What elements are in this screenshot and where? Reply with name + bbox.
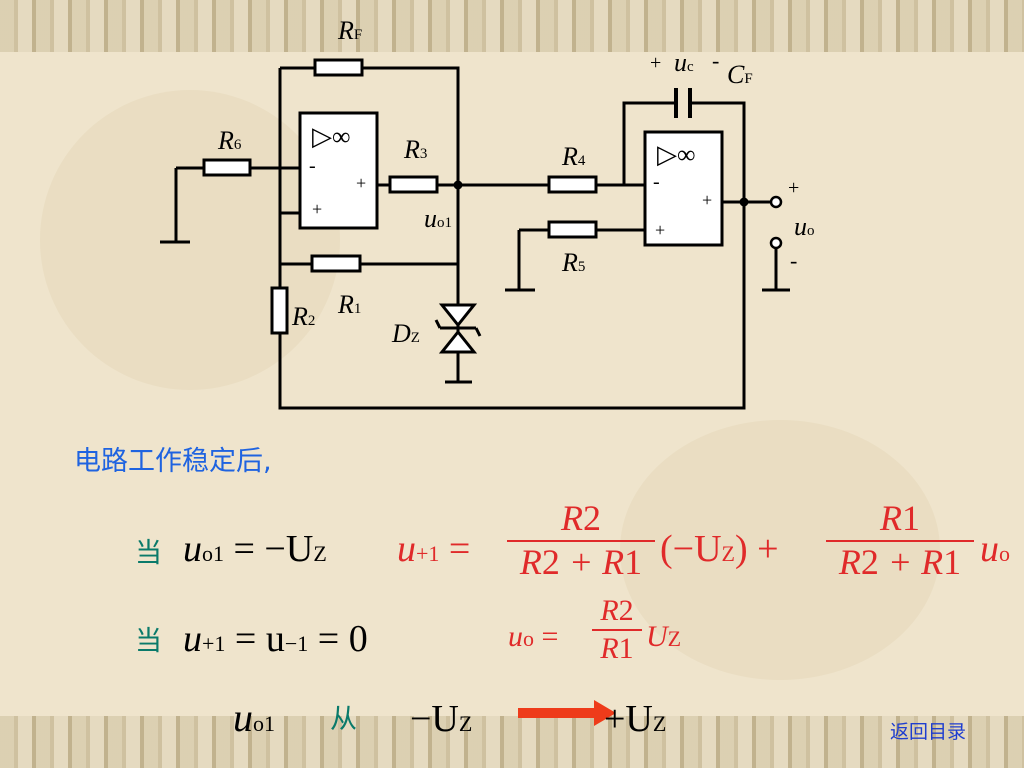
equation-uo-lhs: uo = [508,620,559,653]
equation-uo1-negative: uo1 = −UZ [183,528,327,570]
zener-diode-dz [434,300,482,384]
resistor-r3 [388,175,439,194]
decorative-bottom-border [0,716,1024,768]
wire-ground-output [762,248,790,292]
opamp-1-plus: + [312,199,323,219]
label-dz: DZ [392,319,420,348]
transition-arrow [518,708,598,718]
back-to-contents-link[interactable]: 返回目录 [890,721,967,743]
background-watermark [40,90,340,390]
label-r6: R6 [218,126,242,155]
wire-cf [622,101,746,200]
uo-plus-sign: + [788,177,800,199]
transition-from: −UZ [410,698,473,740]
equation-inputs-equal: u+1 = u−1 = 0 [183,618,368,660]
label-r4: R4 [562,142,586,171]
label-uo1: uo1 [424,204,452,233]
label-r5: R5 [562,248,586,277]
label-rf: RF [338,16,363,45]
background-watermark [620,420,940,680]
fraction-r1-over-sum: R1 R2 + R1 [826,499,974,582]
node-output [739,197,749,207]
equation-u-plus1-lhs: u+1 = [397,528,471,570]
fraction-r2-over-sum: R2 R2 + R1 [507,499,655,582]
opamp-2-plus: + [655,220,666,240]
opamp-2 [643,130,724,247]
paren-term: (−UZ) + [660,528,779,570]
label-uc: uc [674,48,694,77]
when-label-1: 当 [135,538,162,569]
stable-statement: 电路工作稳定后, [74,446,272,477]
resistor-rf [313,58,364,77]
label-cf: CF [727,60,753,89]
transition-to: +UZ [604,698,667,740]
opamp-2-symbol: ▷∞ [657,140,696,169]
opamp-1 [298,111,379,230]
node-uo1 [453,180,463,190]
resistor-r2 [270,286,289,335]
equation-uo-uz: UZ [646,620,682,653]
opamp-1-symbol: ▷∞ [312,122,351,151]
opamp-1-output-plus: + [356,173,367,193]
uc-plus: + [650,52,662,74]
from-label: 从 [330,704,357,735]
label-r1: R1 [338,290,362,319]
uc-minus: - [712,48,720,73]
wire-r6 [160,166,300,244]
transition-arrow-head [594,700,616,726]
when-label-2: 当 [135,626,162,657]
opamp-1-minus: - [309,155,316,177]
label-r3: R3 [404,135,428,164]
opamp-2-output-plus: + [702,190,713,210]
equation-tail-uo: uo [980,528,1010,570]
resistor-r6 [202,158,252,177]
terminal-uo-minus [769,236,783,250]
capacitor-cf [674,88,692,118]
uo-minus-sign: - [790,248,798,273]
wire-rf-loop [278,66,746,410]
resistor-r1 [310,254,362,273]
terminal-uo-plus [769,195,783,209]
label-r2: R2 [292,302,316,331]
fraction-r2-over-r1: R2 R1 [592,595,642,664]
decorative-top-border [0,0,1024,52]
resistor-r5 [547,220,598,239]
label-uo: uo [794,212,815,241]
opamp-2-minus: - [653,171,660,193]
resistor-r4 [547,175,598,194]
wire-r5 [505,228,645,292]
transition-variable: uo1 [233,695,275,740]
